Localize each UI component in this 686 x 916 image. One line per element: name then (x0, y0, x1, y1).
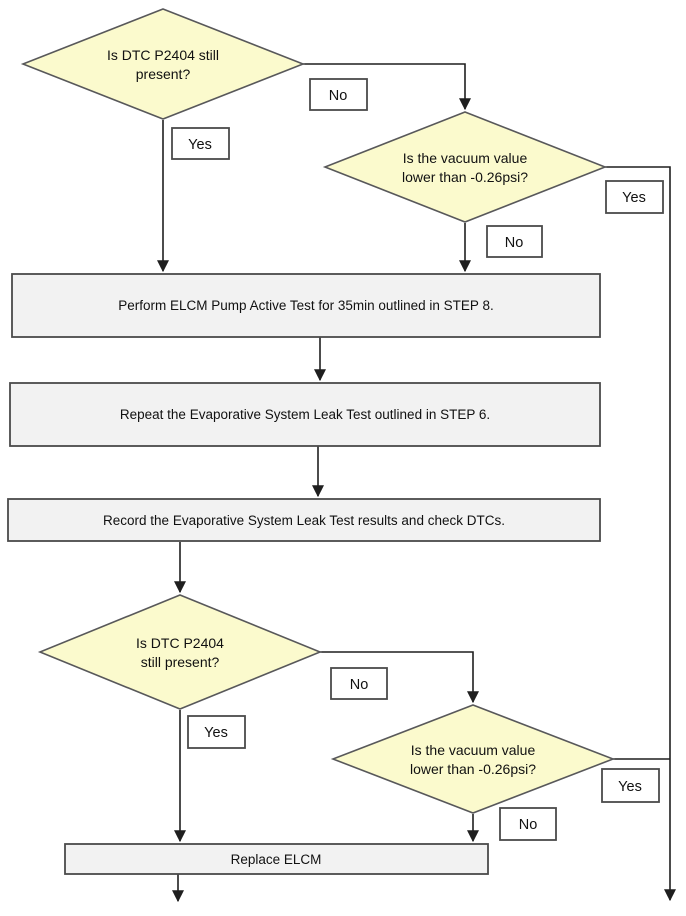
branch-label-d3-no-box (330, 667, 388, 700)
decision-1-diamond (20, 8, 306, 120)
decision-1-text-line2: present? (136, 66, 191, 82)
branch-label-d3-yes-box (187, 715, 246, 749)
decision-2-text-line1: Is the vacuum value (403, 150, 528, 166)
decision-4-text-line2: lower than -0.26psi? (410, 761, 536, 777)
decision-4-text-line1: Is the vacuum value (411, 742, 536, 758)
decision-2: Is the vacuum value lower than -0.26psi? (322, 111, 608, 223)
branch-label-d1-yes: Yes (171, 127, 230, 160)
process-2: Repeat the Evaporative System Leak Test … (9, 382, 601, 447)
branch-label-d1-no-box (309, 78, 368, 111)
process-2-text: Repeat the Evaporative System Leak Test … (120, 407, 490, 422)
process-3-text: Record the Evaporative System Leak Test … (103, 513, 505, 528)
process-4-text: Replace ELCM (231, 852, 322, 867)
decision-3-text-line1: Is DTC P2404 (136, 635, 224, 651)
process-1: Perform ELCM Pump Active Test for 35min … (11, 273, 601, 338)
branch-label-d3-yes: Yes (187, 715, 246, 749)
connector-decision1-no-to-decision2 (303, 63, 471, 111)
branch-label-d1-yes-box (171, 127, 230, 160)
process-1-box (11, 273, 601, 338)
branch-label-d3-yes-text: Yes (204, 725, 228, 741)
branch-label-d4-no-text: No (519, 817, 538, 833)
branch-label-d2-yes: Yes (605, 180, 664, 214)
decision-1-text-line1: Is DTC P2404 still (107, 47, 219, 63)
decision-3-diamond (37, 594, 323, 710)
branch-label-d1-no-text: No (329, 88, 348, 104)
process-4-box (64, 843, 489, 875)
process-3-box (7, 498, 601, 542)
branch-label-d3-no-text: No (350, 677, 369, 693)
branch-label-d2-no-box (486, 225, 543, 258)
branch-label-d2-no: No (486, 225, 543, 258)
branch-label-d4-yes-text: Yes (618, 779, 642, 795)
process-3: Record the Evaporative System Leak Test … (7, 498, 601, 542)
branch-label-d2-no-text: No (505, 235, 524, 251)
decision-3: Is DTC P2404 still present? (37, 594, 323, 710)
connector-decision3-no-to-decision4 (317, 651, 479, 704)
branch-label-d4-no-box (499, 807, 557, 841)
decision-4-diamond (330, 704, 616, 814)
process-1-text: Perform ELCM Pump Active Test for 35min … (118, 298, 493, 313)
branch-label-d1-no: No (309, 78, 368, 111)
connector-decision2-yes-right-rail (605, 166, 676, 902)
branch-label-d3-no: No (330, 667, 388, 700)
branch-label-d4-yes-box (601, 768, 660, 803)
decision-4: Is the vacuum value lower than -0.26psi? (330, 704, 616, 814)
branch-label-d2-yes-box (605, 180, 664, 214)
branch-label-d2-yes-text: Yes (622, 190, 646, 206)
branch-label-d4-no: No (499, 807, 557, 841)
process-2-box (9, 382, 601, 447)
decision-1: Is DTC P2404 still present? (20, 8, 306, 120)
decision-3-text-line2: still present? (141, 654, 220, 670)
connectors (157, 63, 676, 903)
decision-2-diamond (322, 111, 608, 223)
process-4: Replace ELCM (64, 843, 489, 875)
branch-label-d4-yes: Yes (601, 768, 660, 803)
decision-2-text-line2: lower than -0.26psi? (402, 169, 528, 185)
branch-label-d1-yes-text: Yes (188, 137, 212, 153)
